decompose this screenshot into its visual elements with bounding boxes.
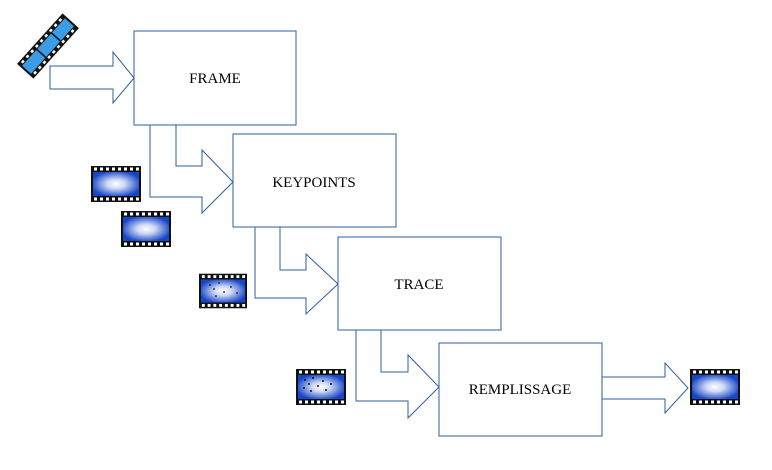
video-frame-icon bbox=[91, 166, 141, 202]
step-box bbox=[133, 30, 297, 126]
video-frame-keypoints-icon bbox=[199, 273, 247, 309]
video-frame-trace-icon bbox=[296, 369, 346, 405]
step-box bbox=[337, 236, 502, 331]
step-label: REMPLISSAGE bbox=[469, 382, 572, 398]
trace-to-remplissage-arrow bbox=[355, 329, 440, 420]
film-reel-icon bbox=[17, 13, 79, 79]
step-keypoints: KEYPOINTS bbox=[232, 133, 397, 228]
step-label: TRACE bbox=[394, 277, 443, 293]
video-frame-icon bbox=[121, 211, 171, 247]
step-box bbox=[232, 133, 397, 228]
frame-to-keypoints-arrow bbox=[149, 124, 234, 215]
keypoints-to-trace-arrow bbox=[254, 226, 339, 316]
step-label: FRAME bbox=[189, 71, 241, 87]
step-trace: TRACE bbox=[337, 236, 502, 331]
step-remplissage: REMPLISSAGE bbox=[438, 342, 603, 437]
video-frame-icon bbox=[690, 369, 740, 405]
input-arrow bbox=[49, 50, 135, 105]
step-label: KEYPOINTS bbox=[272, 175, 355, 191]
step-box bbox=[438, 342, 603, 437]
output-arrow bbox=[601, 361, 689, 415]
step-frame: FRAME bbox=[133, 30, 297, 126]
